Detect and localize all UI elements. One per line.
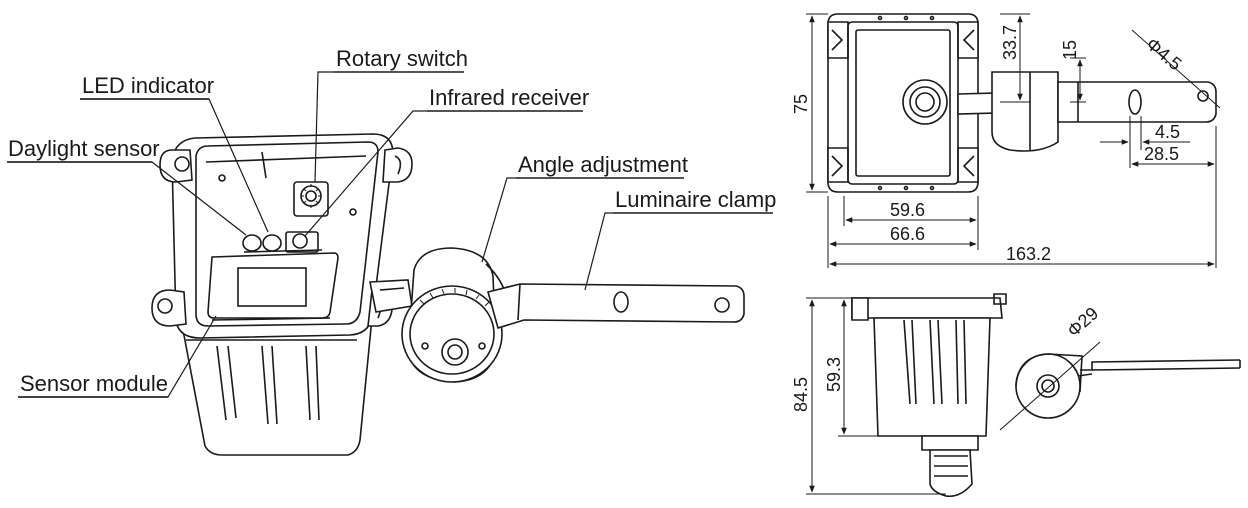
side-view-drawing bbox=[806, 293, 1241, 498]
dim-59-6: 59.6 bbox=[890, 200, 925, 220]
dim-84-5: 84.5 bbox=[791, 377, 811, 412]
label-angle-adjustment: Angle adjustment bbox=[518, 152, 688, 177]
label-luminaire-clamp: Luminaire clamp bbox=[615, 187, 776, 212]
label-infrared-receiver: Infrared receiver bbox=[429, 85, 589, 110]
top-view-drawing bbox=[806, 13, 1221, 268]
dim-66-6: 66.6 bbox=[890, 224, 925, 244]
dim-59-3: 59.3 bbox=[824, 357, 844, 392]
dim-phi-4-5: Φ4.5 bbox=[1142, 34, 1185, 75]
dim-4-5: 4.5 bbox=[1155, 122, 1180, 142]
label-sensor-module: Sensor module bbox=[20, 371, 168, 396]
dim-33-7: 33.7 bbox=[1000, 25, 1020, 60]
label-rotary-switch: Rotary switch bbox=[336, 46, 468, 71]
callout-labels: Rotary switch LED indicator Infrared rec… bbox=[7, 46, 776, 398]
label-led-indicator: LED indicator bbox=[82, 73, 214, 98]
dim-163-2: 163.2 bbox=[1006, 244, 1051, 264]
dim-15: 15 bbox=[1060, 40, 1080, 60]
dim-28-5: 28.5 bbox=[1144, 144, 1179, 164]
label-daylight-sensor: Daylight sensor bbox=[8, 136, 160, 161]
dim-75: 75 bbox=[791, 94, 811, 114]
dim-phi-29: Φ29 bbox=[1063, 303, 1102, 341]
isometric-sensor-illustration bbox=[151, 133, 745, 456]
